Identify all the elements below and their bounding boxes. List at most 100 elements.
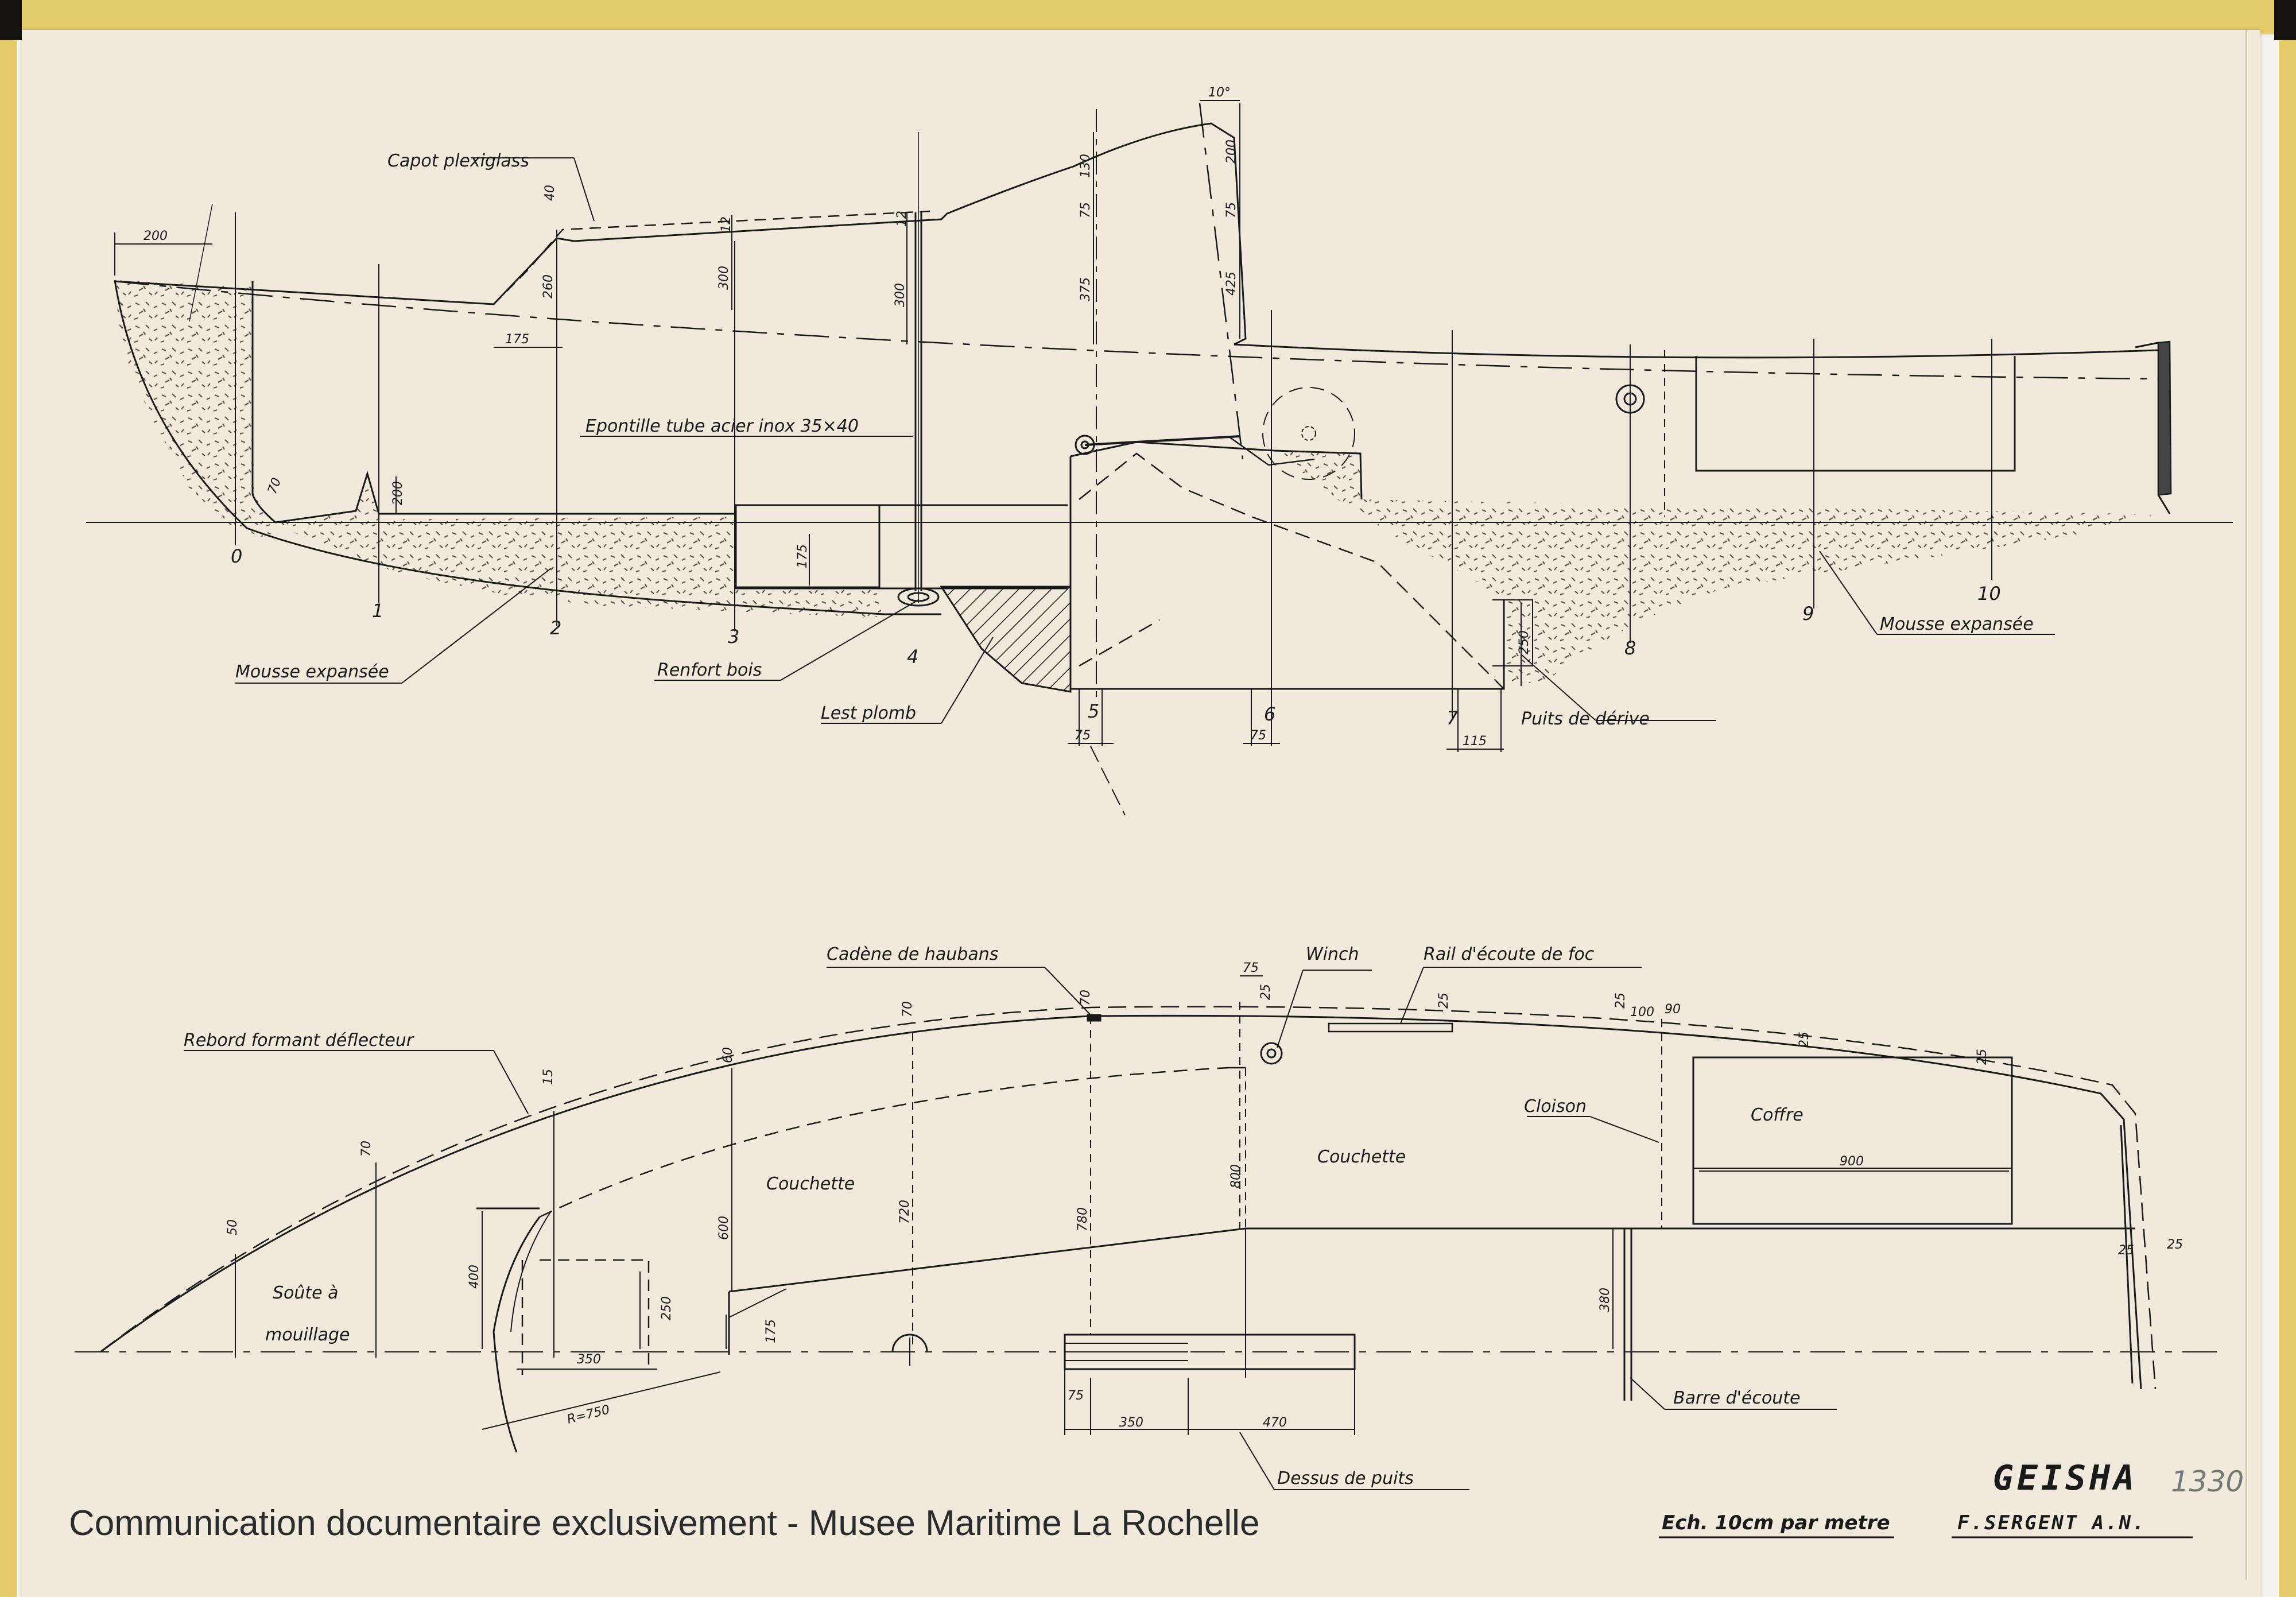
label-soute-a: Soûte à — [273, 1283, 339, 1303]
dim-10-degrees: 10° — [1208, 86, 1231, 100]
museum-watermark: Communication documentaire exclusivement… — [69, 1503, 1260, 1543]
dim-720: 720 — [898, 1200, 912, 1224]
dim-70: 70 — [265, 476, 284, 496]
dim-375: 375 — [1079, 277, 1093, 301]
dim-12: 12 — [719, 216, 734, 232]
scale-note: Ech. 10cm par metre — [1662, 1511, 1890, 1534]
dim-800: 800 — [1229, 1164, 1243, 1188]
station-1: 1 — [372, 600, 383, 622]
label-mouillage: mouillage — [265, 1325, 350, 1345]
sheet-frame-right — [2279, 0, 2296, 1597]
dim-200-step: 200 — [391, 481, 405, 505]
label-puits-de-derive: Puits de dérive — [1521, 709, 1650, 729]
label-capot-plexiglass: Capot plexiglass — [387, 151, 529, 171]
station-9: 9 — [1802, 603, 1814, 625]
dim-260: 260 — [541, 274, 556, 299]
label-dessus-de-puits: Dessus de puits — [1277, 1468, 1414, 1489]
dim-175: 175 — [505, 332, 529, 347]
plan-dimension-lines — [482, 975, 2009, 1430]
dim-75: 75 — [1079, 202, 1093, 218]
station-2: 2 — [550, 617, 561, 639]
station-10: 10 — [1977, 583, 2001, 604]
label-renfort-bois: Renfort bois — [657, 660, 762, 680]
dim-15: 15 — [541, 1069, 556, 1085]
dim-350-a: 350 — [577, 1352, 601, 1367]
station-8: 8 — [1624, 637, 1636, 659]
dim-200-bow: 200 — [144, 229, 168, 243]
dim-200-rudder: 200 — [1224, 139, 1239, 164]
dim-12-mast: 12 — [895, 211, 909, 227]
dim-75-puits: 75 — [1068, 1389, 1084, 1403]
foam-bow — [115, 280, 273, 540]
dim-350-b: 350 — [1119, 1416, 1143, 1430]
dim-70-c: 70 — [1079, 990, 1093, 1006]
dim-70-b: 70 — [901, 1001, 915, 1017]
foam-bottom-forward — [273, 474, 881, 617]
label-lest-plomb: Lest plomb — [821, 703, 916, 723]
plan-construction-lines — [235, 1002, 1355, 1435]
dim-175: 175 — [764, 1319, 778, 1343]
dim-100: 100 — [1630, 1005, 1654, 1020]
label-cadene-de-haubans: Cadène de haubans — [827, 944, 998, 964]
label-barre-ecoute: Barre d'écoute — [1673, 1388, 1800, 1408]
dim-75-station5: 75 — [1075, 728, 1091, 743]
dim-300: 300 — [717, 266, 731, 290]
sheet-frame-top — [0, 0, 2296, 34]
leader-lines — [235, 157, 2055, 724]
dim-300-top: 300 — [893, 283, 907, 307]
dim-25-d: 25 — [1797, 1032, 1812, 1048]
dim-115: 115 — [1463, 734, 1487, 749]
reference-number: 1330 — [2171, 1465, 2244, 1498]
foam-aft — [1274, 451, 2158, 683]
sheet-fold-line — [2245, 30, 2247, 1580]
dim-250: 250 — [1517, 630, 1531, 654]
station-0: 0 — [231, 545, 242, 567]
station-7: 7 — [1446, 707, 1459, 729]
dim-175-cabin: 175 — [796, 544, 810, 568]
dim-780: 780 — [1076, 1207, 1090, 1231]
author-name: F.SERGENT A.N. — [1957, 1511, 2146, 1534]
lead-ballast — [940, 586, 1072, 693]
station-3: 3 — [728, 626, 739, 648]
dim-75-rudder: 75 — [1224, 202, 1239, 218]
binder-clip-top-right — [2274, 0, 2296, 40]
plan-view: Cadène de haubans Winch Rail d'écoute de… — [75, 944, 2227, 1490]
dim-60: 60 — [721, 1047, 735, 1063]
dim-25-g: 25 — [2167, 1238, 2183, 1252]
plan-leader-lines — [184, 967, 1837, 1490]
label-mousse-expansee-aft: Mousse expansée — [1880, 614, 2034, 634]
dim-250: 250 — [660, 1296, 674, 1320]
label-epontille: Epontille tube acier inox 35×40 — [585, 416, 859, 436]
label-rebord-formant-deflecteur: Rebord formant déflecteur — [184, 1030, 414, 1051]
dim-130: 130 — [1079, 154, 1093, 178]
tracing-paper-sheet — [22, 30, 2260, 1597]
dim-70-a: 70 — [359, 1141, 374, 1157]
dim-90: 90 — [1665, 1002, 1681, 1017]
label-couchette-aft: Couchette — [1317, 1147, 1406, 1167]
dim-25-c: 25 — [1614, 993, 1628, 1009]
label-mousse-expansee-forward: Mousse expansée — [235, 662, 389, 682]
dim-75-winch: 75 — [1243, 961, 1259, 975]
dim-r-750: R=750 — [565, 1402, 611, 1427]
label-cloison: Cloison — [1524, 1096, 1587, 1117]
station-4: 4 — [907, 646, 918, 668]
label-winch: Winch — [1306, 944, 1359, 964]
dim-380: 380 — [1598, 1288, 1612, 1312]
dim-40: 40 — [543, 185, 557, 201]
label-coffre: Coffre — [1751, 1105, 1804, 1125]
dim-600: 600 — [717, 1216, 731, 1240]
label-couchette-forward: Couchette — [766, 1174, 855, 1194]
dim-400: 400 — [467, 1265, 482, 1289]
dim-25-a: 25 — [1259, 984, 1273, 1000]
sheet-frame-left — [0, 0, 17, 1597]
dim-425: 425 — [1224, 272, 1239, 296]
station-5: 5 — [1088, 700, 1099, 722]
dim-25-e: 25 — [1975, 1049, 1989, 1065]
dim-25-b: 25 — [1437, 993, 1451, 1009]
dim-25-f: 25 — [2118, 1243, 2134, 1258]
station-6: 6 — [1264, 703, 1275, 725]
dim-75-station6: 75 — [1250, 728, 1266, 743]
drawing-title: GEISHA — [1992, 1458, 2138, 1498]
